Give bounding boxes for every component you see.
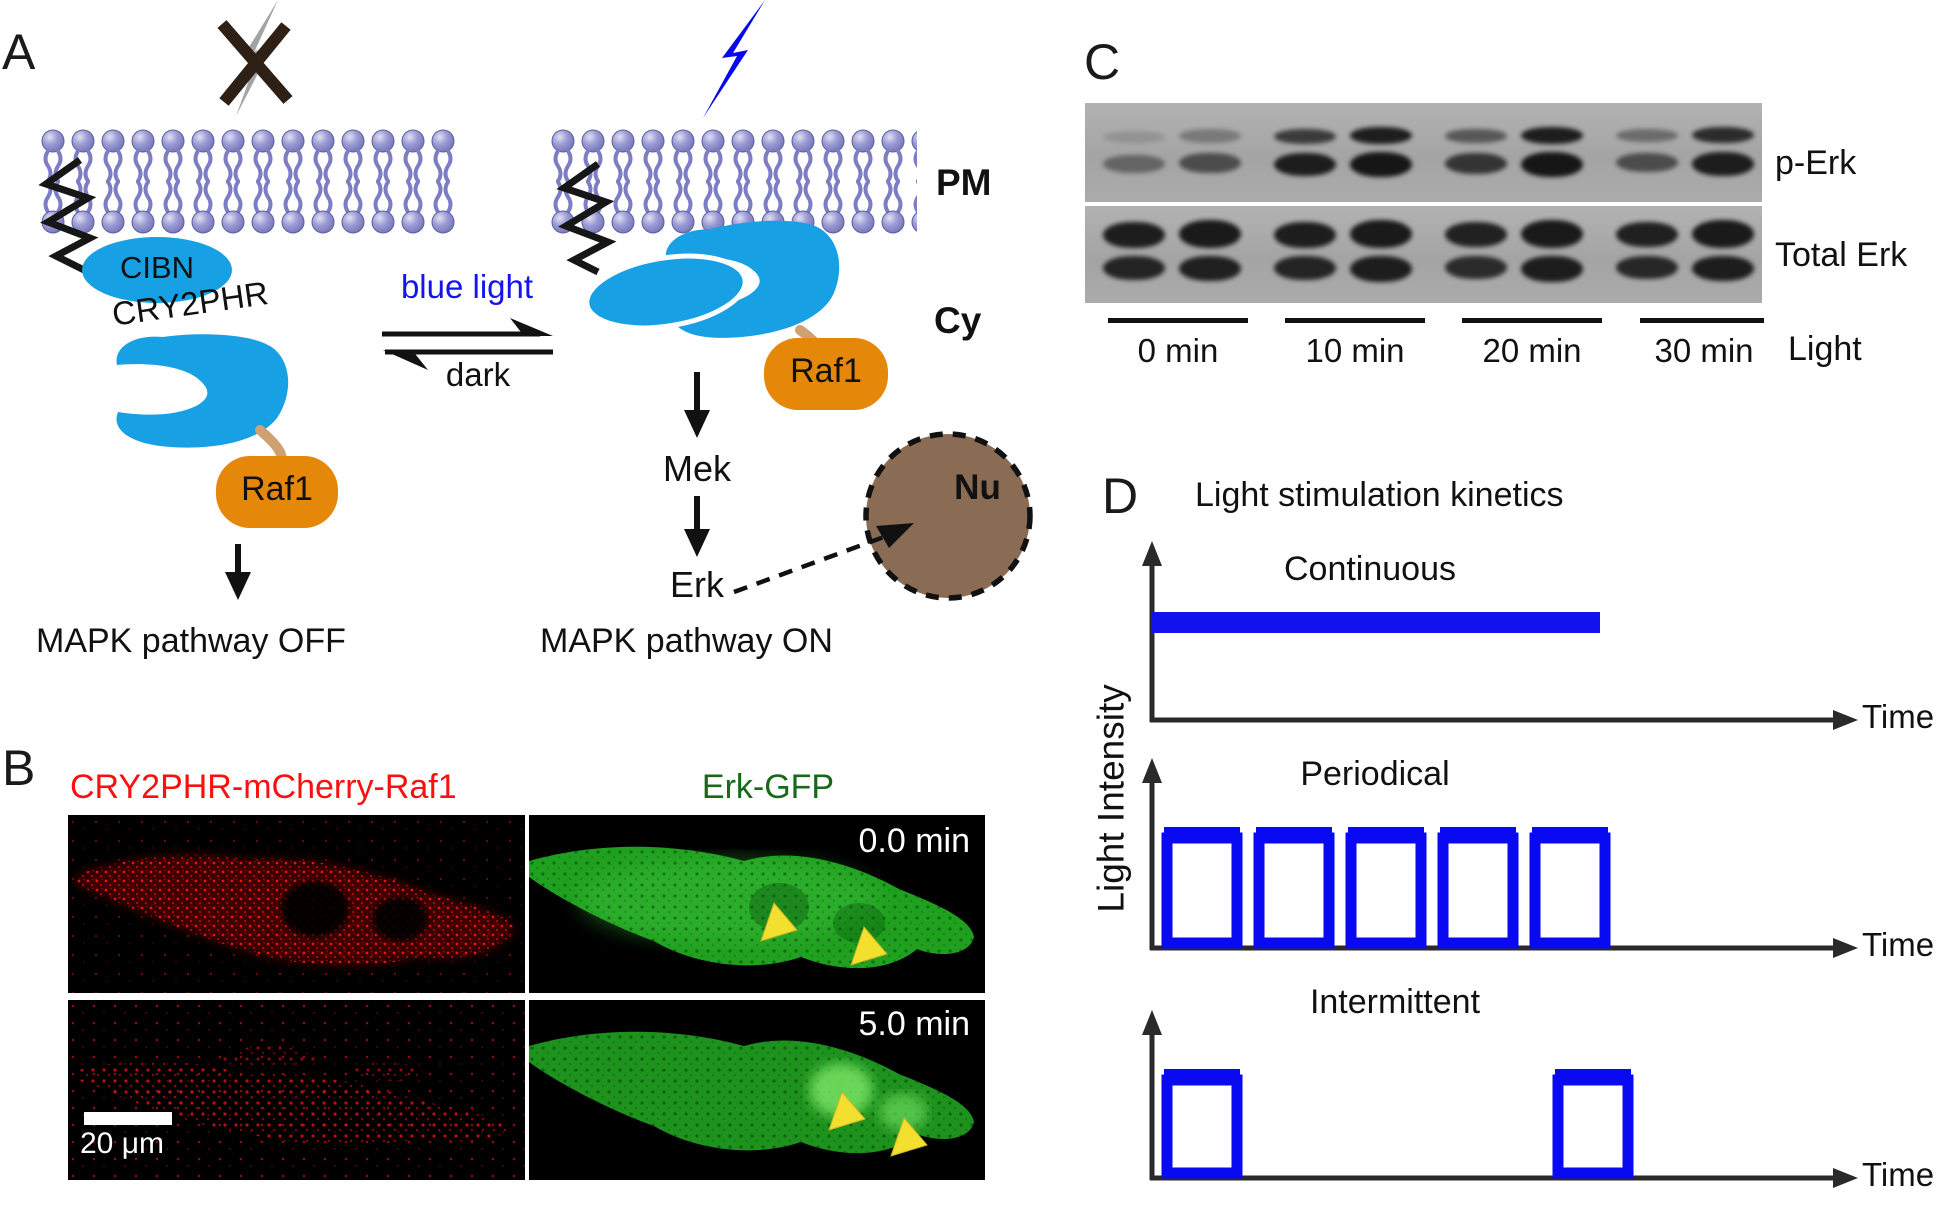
light-intensity-axis-label: Light Intensity (1090, 684, 1132, 913)
blue-light-label: blue light (400, 268, 534, 305)
panel-d-title: Light stimulation kinetics (1195, 476, 1564, 514)
blot-strip-p-erk (1085, 103, 1762, 202)
time-axis-label-3: Time (1862, 1156, 1935, 1193)
raf1-shape-right (764, 338, 888, 410)
panel-b-label: B (2, 740, 36, 796)
cibn-ellipse-left (82, 237, 232, 303)
light-label: Light (1788, 330, 1862, 368)
time-label-30min: 30 min (1654, 332, 1754, 369)
raf1-label-right: Raf1 (790, 352, 862, 390)
time-axis-label-2: Time (1862, 926, 1935, 963)
green-channel-label: Erk-GFP (701, 768, 835, 806)
plasma-membrane-label: PM (936, 162, 992, 203)
arrow-raf-to-mek (684, 372, 710, 438)
timepoint-1-label: 5.0 min (858, 1005, 971, 1043)
lane-group-line-20min (1462, 318, 1602, 323)
time-label-0min: 0 min (1137, 332, 1219, 369)
erk-label: Erk (670, 564, 724, 605)
scale-bar (84, 1112, 172, 1125)
arrowhead-icon (828, 1091, 866, 1131)
panel-d-label: D (1102, 468, 1139, 524)
periodical-label: Periodical (1300, 755, 1450, 793)
panel-d-graphics (1142, 541, 1858, 1188)
membrane-left (38, 128, 456, 235)
raf1-label-left: Raf1 (241, 470, 313, 508)
micrograph-green-0min (529, 815, 985, 993)
continuous-plot (1142, 541, 1858, 730)
nucleus-label: Nu (954, 468, 1001, 507)
lane-group-line-30min (1640, 318, 1764, 323)
raf1-shape-left (216, 456, 338, 528)
blue-lightning-icon (703, 0, 765, 118)
time-label-20min: 20 min (1482, 332, 1582, 369)
arrowhead-icon (760, 902, 798, 942)
mapk-off-label: MAPK pathway OFF (36, 622, 346, 660)
equilibrium-arrows (382, 318, 553, 370)
cry2phr-protein-left (116, 334, 289, 448)
no-light-crossed-lightning-icon (217, 0, 293, 116)
dark-label: dark (445, 356, 511, 393)
p-erk-row-label: p-Erk (1775, 144, 1857, 182)
micrograph-green-5min (529, 1000, 985, 1180)
time-axis-label-1: Time (1862, 698, 1935, 735)
periodical-plot (1142, 758, 1858, 958)
cytoplasm-label: Cy (934, 300, 982, 341)
mapk-on-label: MAPK pathway ON (540, 622, 833, 660)
mek-label: Mek (662, 448, 731, 489)
lane-group-line-10min (1285, 318, 1425, 323)
panel-a-label: A (2, 24, 36, 80)
timepoint-0-label: 0.0 min (858, 822, 971, 860)
continuous-label: Continuous (1283, 550, 1456, 588)
arrow-down-off (225, 544, 251, 600)
membrane-anchor-right (556, 161, 617, 276)
micrograph-red-0min (68, 815, 525, 993)
panel-c-label: C (1084, 34, 1121, 90)
cibn-label: CIBN (119, 250, 195, 285)
micrograph-red-5min: 20 μm (68, 1000, 525, 1180)
cibn-ellipse-right (584, 253, 748, 331)
arrow-mek-to-erk (684, 496, 710, 557)
red-channel-label: CRY2PHR-mCherry-Raf1 (70, 768, 457, 806)
scale-bar-label: 20 μm (80, 1127, 164, 1160)
arrowhead-icon (890, 1117, 928, 1157)
intermittent-plot (1142, 1010, 1858, 1188)
nucleus (863, 431, 1033, 601)
linker-left (255, 425, 287, 465)
blot-strip-total-erk (1085, 206, 1762, 303)
total-erk-row-label: Total Erk (1775, 236, 1908, 274)
panel-a-graphics (38, 0, 1033, 601)
time-label-10min: 10 min (1305, 332, 1405, 369)
membrane-anchor-left (38, 157, 110, 274)
lane-group-line-0min (1108, 318, 1248, 323)
membrane-right (545, 128, 917, 235)
arrowhead-icon (850, 926, 888, 966)
dashed-arrow-erk-to-nucleus (733, 523, 914, 595)
intermittent-label: Intermittent (1309, 983, 1481, 1021)
